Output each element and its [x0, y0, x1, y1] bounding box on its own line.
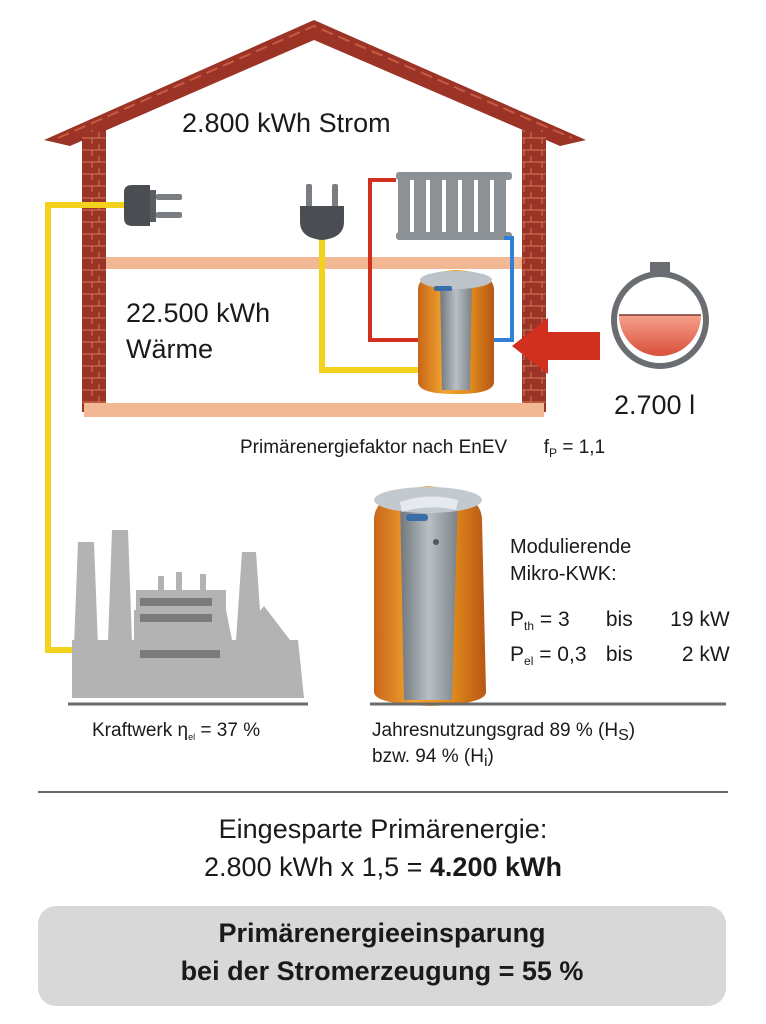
- pel-symbol: P: [510, 643, 525, 666]
- summary-line-1: Primärenergieeinsparung: [218, 918, 546, 948]
- jahresnutzung-line2: bzw. 94 % (Hi): [372, 746, 494, 771]
- oil-tank-icon: [611, 262, 709, 369]
- jahresnutzung-end-2: ): [487, 746, 494, 767]
- large-boiler-icon: [374, 486, 486, 706]
- pth-sub: th: [524, 619, 535, 633]
- savings-result: 4.200 kWh: [429, 852, 562, 882]
- power-plug-icon: [124, 185, 182, 226]
- pel-row: Pel = 0,3 bis 2 kW: [510, 643, 730, 668]
- middle-floor: [106, 257, 522, 269]
- kraftwerk-value: = 37 %: [200, 720, 261, 741]
- left-brick-wall: [82, 130, 106, 412]
- primary-factor-subscript: P: [549, 446, 558, 460]
- cable-left: [45, 202, 124, 653]
- pel-sub: el: [524, 654, 534, 668]
- right-brick-wall: [522, 130, 546, 412]
- fuel-arrow-icon: [512, 318, 600, 374]
- radiator-icon: [396, 172, 512, 240]
- pel-bis: bis: [605, 643, 633, 666]
- tank-volume-label: 2.700 l: [614, 390, 696, 420]
- kraftwerk-eta: η: [177, 720, 189, 741]
- cable-mid: [319, 237, 420, 373]
- power-plug-icon-2: [300, 184, 344, 240]
- hot-pipe: [368, 178, 420, 342]
- strom-label: 2.800 kWh Strom: [182, 108, 391, 138]
- jahresnutzung-sub-2: i: [483, 753, 488, 770]
- primary-factor-label: Primärenergiefaktor nach EnEV fP = 1,1: [240, 437, 605, 460]
- jahresnutzung-line1: Jahresnutzungsgrad 89 % (HS): [372, 720, 635, 745]
- summary-box: [38, 906, 726, 1006]
- jahresnutzung-text-1: Jahresnutzungsgrad 89 % (H: [372, 720, 619, 741]
- pel-value: = 0,3: [539, 643, 587, 666]
- waerme-value: 22.500 kWh: [126, 298, 271, 328]
- kraftwerk-eta-sub: el: [188, 732, 196, 742]
- summary-line-2: bei der Stromerzeugung = 55 %: [180, 956, 584, 986]
- savings-formula: 2.800 kWh x 1,5 =: [204, 852, 423, 882]
- savings-title: Eingesparte Primärenergie:: [218, 814, 548, 844]
- kraftwerk-text: Kraftwerk: [92, 720, 173, 741]
- primary-factor-text: Primärenergiefaktor nach EnEV: [240, 437, 508, 458]
- kraftwerk-label: Kraftwerk ηel = 37 %: [92, 720, 260, 742]
- kwk-title-1: Modulierende: [510, 536, 632, 558]
- small-boiler-icon: [418, 270, 494, 394]
- primary-factor-symbol: f: [543, 437, 550, 458]
- pth-bis: bis: [605, 608, 633, 631]
- pth-row: Pth = 3 bis 19 kW: [510, 608, 730, 633]
- pth-max: 19 kW: [670, 608, 730, 631]
- jahresnutzung-sub-1: S: [618, 727, 629, 744]
- jahresnutzung-end-1: ): [628, 720, 636, 741]
- jahresnutzung-text-2: bzw. 94 % (H: [372, 746, 484, 767]
- pel-max: 2 kW: [681, 643, 730, 666]
- waerme-label: Wärme: [126, 334, 213, 364]
- power-plant-icon: [72, 530, 304, 698]
- primary-factor-value: = 1,1: [562, 437, 606, 458]
- pth-symbol: P: [510, 608, 525, 631]
- pth-value: = 3: [539, 608, 570, 631]
- ground-floor: [84, 403, 544, 417]
- savings-formula-line: 2.800 kWh x 1,5 = 4.200 kWh: [0, 852, 766, 883]
- kwk-title-2: Mikro-KWK:: [510, 563, 617, 585]
